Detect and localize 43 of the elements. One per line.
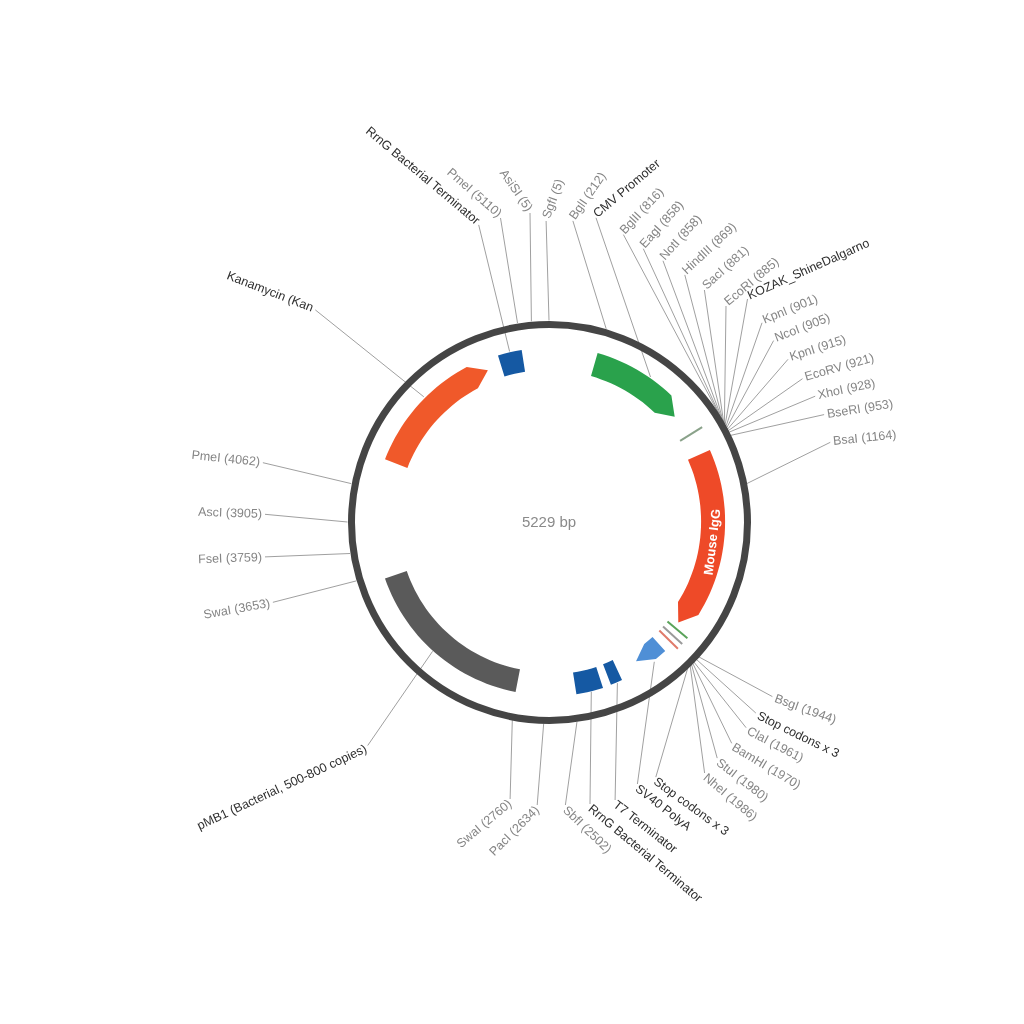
leader-line bbox=[730, 414, 825, 436]
leader-line bbox=[264, 513, 348, 523]
restriction-site-label: FseI (3759) bbox=[197, 550, 263, 567]
leader-line bbox=[723, 305, 727, 424]
leader-line bbox=[529, 212, 532, 322]
leader-line bbox=[724, 298, 748, 425]
leader-line bbox=[262, 462, 352, 485]
leader-line bbox=[728, 395, 816, 433]
leader-line bbox=[595, 217, 651, 378]
restriction-site-label: PmeI (4062) bbox=[190, 447, 261, 469]
leader-line bbox=[367, 650, 434, 746]
leader-line bbox=[264, 553, 351, 558]
leader-line bbox=[314, 309, 425, 398]
leader-line bbox=[655, 667, 689, 778]
leader-line bbox=[689, 665, 706, 774]
leader-line bbox=[272, 580, 357, 603]
leader-line bbox=[695, 658, 757, 714]
leader-line bbox=[698, 656, 773, 698]
leader-line bbox=[692, 662, 733, 744]
leader-line bbox=[728, 378, 803, 431]
leader-line bbox=[589, 691, 592, 805]
leader-line bbox=[693, 661, 747, 729]
feature-name: Mouse IgG bbox=[701, 508, 723, 576]
leader-line bbox=[536, 722, 545, 806]
leader-line bbox=[691, 664, 718, 759]
leader-line bbox=[509, 719, 513, 800]
leader-line bbox=[726, 340, 775, 428]
leader-line bbox=[572, 220, 607, 330]
leader-line bbox=[725, 322, 763, 427]
restriction-site-label: SgfI (5) bbox=[539, 177, 567, 221]
leader-line bbox=[564, 721, 578, 806]
restriction-site-label: BsaI (1164) bbox=[832, 427, 898, 448]
plasmid-size: 5229 bp bbox=[521, 511, 577, 532]
leader-line bbox=[746, 441, 831, 485]
leader-line bbox=[545, 220, 550, 321]
leader-line bbox=[727, 358, 789, 430]
restriction-site-label: SwaI (3653) bbox=[202, 596, 272, 622]
leader-line bbox=[614, 682, 618, 801]
leader-line bbox=[703, 289, 724, 422]
leader-line bbox=[636, 661, 655, 785]
restriction-site-label: AscI (3905) bbox=[197, 504, 263, 521]
leader-line bbox=[500, 217, 518, 324]
leader-line bbox=[478, 224, 511, 352]
